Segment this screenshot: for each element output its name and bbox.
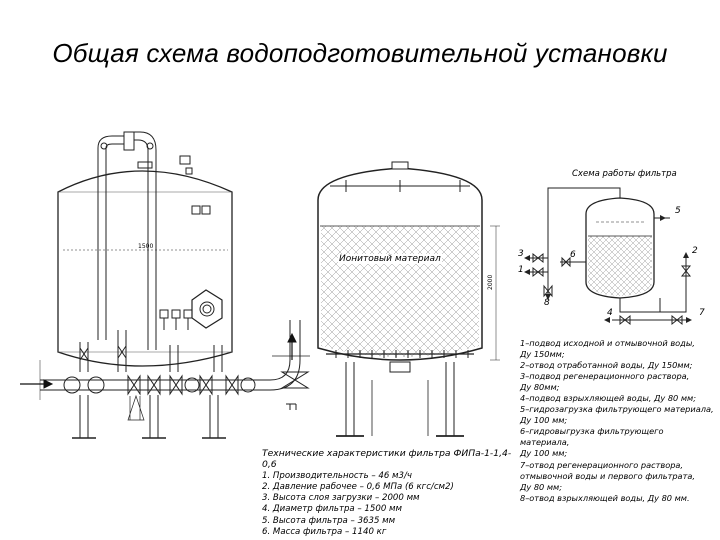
operation-scheme (528, 187, 692, 326)
spec-item: 2. Давление рабочее – 0,6 МПа (6 кгс/см2… (262, 481, 454, 492)
legend-line: Ду 80мм; (520, 382, 560, 393)
scheme-number-8: 8 (544, 298, 550, 308)
scheme-number-7: 7 (699, 308, 705, 318)
spec-item: 5. Высота фильтра – 3635 мм (262, 515, 396, 526)
page-title: Общая схема водоподготовительной установ… (52, 38, 668, 68)
legend-line: 7–отвод регенерационного раствора, (520, 459, 684, 470)
legend-line: 8–отвод взрыхляющей воды, Ду 80 мм. (520, 492, 690, 503)
scheme-arrows (524, 215, 692, 323)
legend-line: Ду 150мм; (520, 349, 565, 360)
scheme-title: Схема работы фильтра (572, 169, 677, 179)
legend-line: отмывочной воды и первого фильтрата, (520, 470, 695, 481)
specifications-heading: Технические характеристики фильтра ФИПа-… (262, 448, 512, 471)
legend-line: 5–гидрозагрузка фильтрующего материала, (520, 404, 714, 415)
flow-arrows (20, 332, 297, 389)
specifications-block: Технические характеристики фильтра ФИПа-… (262, 448, 512, 538)
legend-line: 6–гидровыгрузка фильтрующего материала, (520, 426, 664, 448)
material-label: Ионитовый материал (338, 254, 442, 264)
scheme-number-3: 3 (518, 249, 524, 259)
spec-item: 1. Производительность – 46 м3/ч (262, 470, 412, 481)
height-dimension-label: 2000 (487, 274, 494, 290)
legend-line: Ду 100 мм; (520, 448, 568, 459)
scheme-number-4: 4 (607, 308, 613, 318)
legend-line: Ду 80 мм; (520, 481, 562, 492)
legend-line: Ду 100 мм; (520, 415, 568, 426)
spec-item: 3. Высота слоя загрузки – 2000 мм (262, 493, 420, 504)
scheme-number-6: 6 (570, 250, 576, 260)
filter-general-view (39, 131, 310, 439)
legend-line: 3–подвод регенерационного раствора, (520, 371, 690, 382)
legend-line: 1–подвод исходной и отмывочной воды, (520, 338, 695, 348)
spec-item: 4. Диаметр фильтра – 1500 мм (262, 504, 403, 515)
legend-line: 4–подвод взрыхляющей воды, Ду 80 мм; (520, 393, 696, 404)
legend-line: 2–отвод отработанной воды, Ду 150мм; (520, 360, 693, 371)
pipe-legend: 1–подвод исходной и отмывочной воды, Ду … (520, 338, 715, 504)
filter-section (317, 161, 500, 437)
scheme-number-5: 5 (675, 206, 681, 216)
scheme-number-2: 2 (692, 246, 698, 256)
width-dimension-label: 1500 (138, 243, 154, 250)
spec-item: 6. Масса фильтра – 1140 кг (262, 527, 387, 538)
scheme-number-1: 1 (518, 265, 524, 275)
